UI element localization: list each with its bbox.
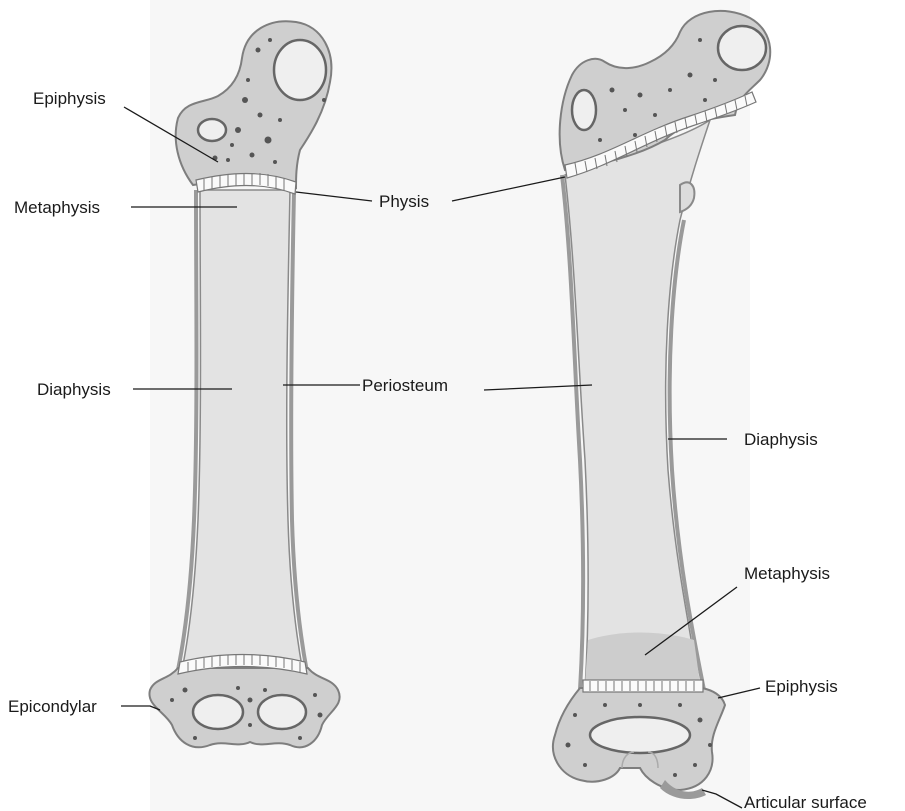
right-condyle-foramen: [590, 717, 690, 753]
label-epiphysis-left: Epiphysis: [33, 89, 106, 108]
right-lower-physis: [583, 680, 703, 692]
label-diaphysis-left: Diaphysis: [37, 380, 111, 399]
label-metaphysis-right: Metaphysis: [744, 564, 830, 583]
label-epicondylar: Epicondylar: [8, 697, 97, 716]
left-diaphysis-shaft: [182, 190, 303, 672]
label-physis: Physis: [379, 192, 429, 211]
label-periosteum: Periosteum: [362, 376, 448, 395]
right-lower-metaphysis: [585, 633, 700, 685]
label-metaphysis-left: Metaphysis: [14, 198, 100, 217]
right-neck-foramen: [572, 90, 596, 130]
right-head-foramen: [718, 26, 766, 70]
left-neck-foramen: [198, 119, 226, 141]
left-condyle-foramen-2: [258, 695, 306, 729]
label-epiphysis-right: Epiphysis: [765, 677, 838, 696]
label-articular-surface: Articular surface: [744, 793, 867, 811]
left-lower-epiphysis: [149, 668, 339, 747]
left-condyle-foramen-1: [193, 695, 243, 729]
left-head-foramen: [274, 40, 326, 100]
label-diaphysis-right: Diaphysis: [744, 430, 818, 449]
